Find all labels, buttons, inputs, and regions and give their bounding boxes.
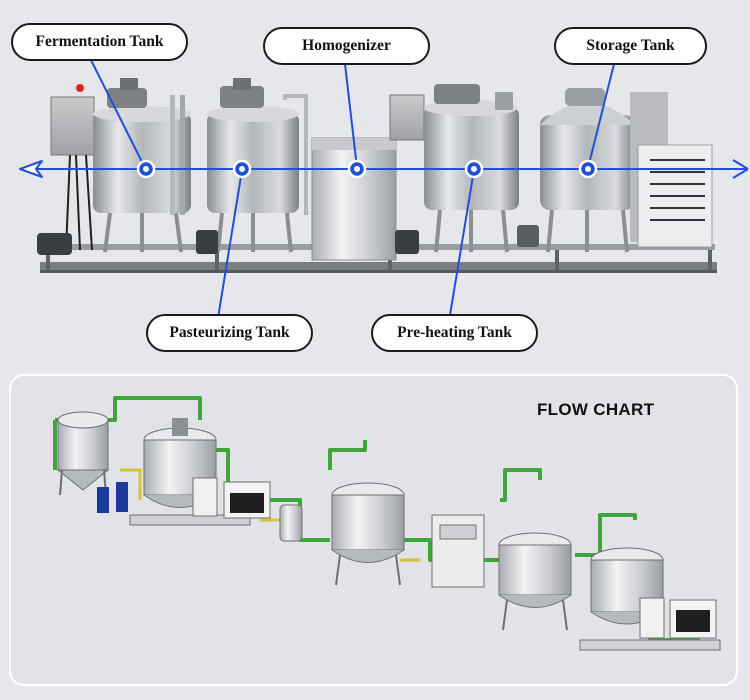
callout-pasteurizing-tank: Pasteurizing Tank bbox=[146, 314, 313, 352]
flow-chart-title: FLOW CHART bbox=[537, 400, 655, 419]
node-homogenizer bbox=[347, 159, 367, 179]
flow-chart-drawing bbox=[9, 374, 738, 686]
callout-fermentation-tank: Fermentation Tank bbox=[11, 23, 188, 61]
node-pasteurizing bbox=[232, 159, 252, 179]
preheating-tank-photo bbox=[389, 84, 539, 254]
node-preheating bbox=[464, 159, 484, 179]
homogenizer-photo bbox=[311, 137, 397, 261]
callout-storage-tank: Storage Tank bbox=[554, 27, 707, 65]
callout-preheating-tank: Pre-heating Tank bbox=[371, 314, 538, 352]
fermentation-tank-photo bbox=[37, 78, 191, 255]
flow-nodes bbox=[136, 159, 598, 179]
node-storage bbox=[578, 159, 598, 179]
pasteurizing-tank-photo bbox=[196, 78, 308, 254]
production-line-photo bbox=[19, 57, 749, 319]
leader-lines bbox=[89, 57, 615, 319]
callout-homogenizer: Homogenizer bbox=[263, 27, 430, 65]
control-box bbox=[50, 84, 95, 251]
storage-tank-photo bbox=[540, 88, 713, 253]
node-fermentation bbox=[136, 159, 156, 179]
